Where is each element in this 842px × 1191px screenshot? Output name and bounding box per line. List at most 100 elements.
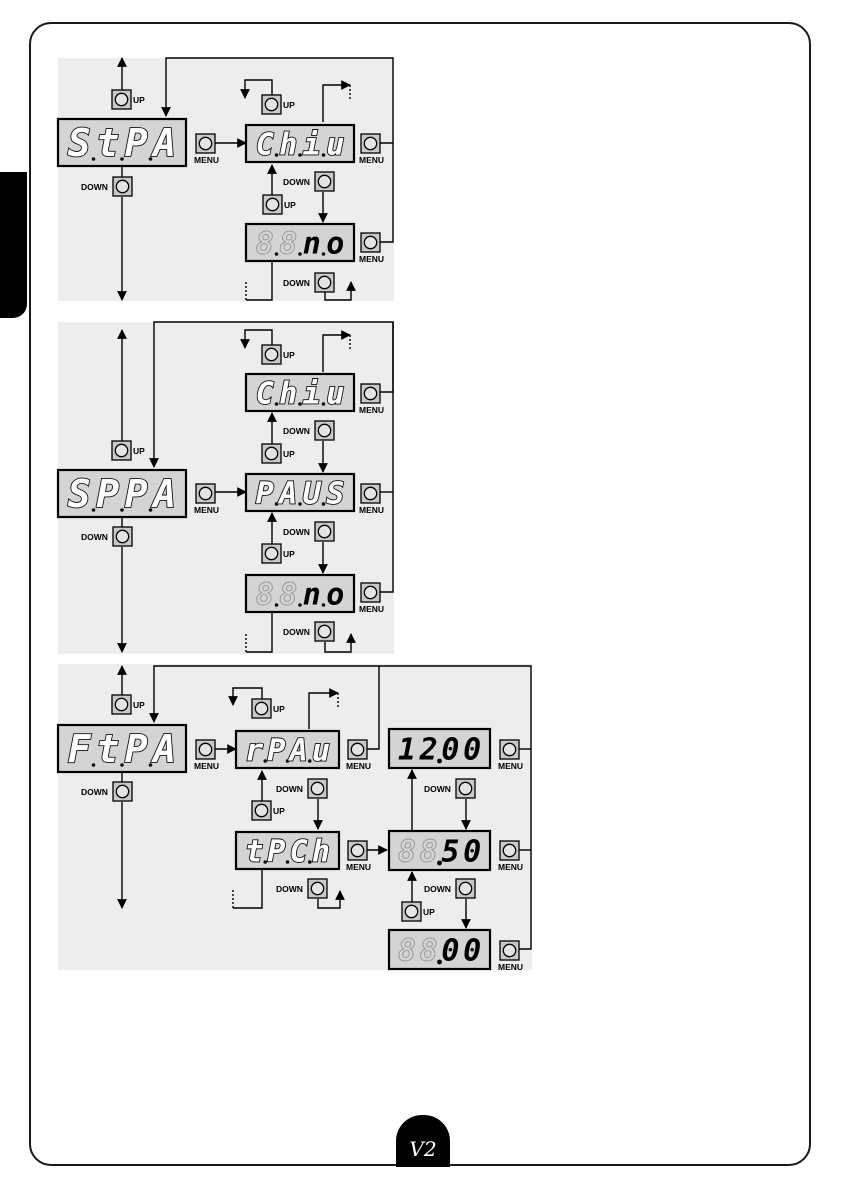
display-char: 0 xyxy=(463,834,481,869)
down-button[interactable]: DOWN xyxy=(283,522,334,541)
display-char: 8 xyxy=(279,226,297,261)
down-label: DOWN xyxy=(81,787,108,797)
up-button[interactable]: UP xyxy=(262,444,295,463)
menu-button[interactable]: MENU xyxy=(498,841,523,872)
display-char: n xyxy=(303,577,321,612)
down-label: DOWN xyxy=(81,532,108,542)
menu-label: MENU xyxy=(359,155,384,165)
display-char: i xyxy=(303,376,321,411)
display-dot xyxy=(322,153,326,157)
up-button[interactable]: UP xyxy=(252,699,285,718)
up-button[interactable]: UP xyxy=(112,90,145,109)
display-dot xyxy=(149,508,153,512)
down-button[interactable]: DOWN xyxy=(283,172,334,191)
menu-label: MENU xyxy=(194,505,219,515)
display-dot xyxy=(120,763,124,767)
display-char: h xyxy=(312,834,330,869)
up-button[interactable]: UP xyxy=(252,801,285,820)
down-button[interactable]: DOWN xyxy=(81,782,132,801)
menu-button[interactable]: MENU xyxy=(346,841,371,872)
menu-button[interactable]: MENU xyxy=(359,484,384,515)
down-button[interactable]: DOWN xyxy=(81,177,132,196)
menu-button[interactable]: MENU xyxy=(194,134,219,165)
connector-line xyxy=(246,261,272,300)
menu-button[interactable]: MENU xyxy=(346,740,371,771)
up-label: UP xyxy=(133,446,145,456)
display-dot xyxy=(322,252,326,256)
display-char: 0 xyxy=(463,933,481,968)
down-button[interactable]: DOWN xyxy=(276,879,327,898)
display-tpch: tPCh xyxy=(236,832,339,869)
menu-label: MENU xyxy=(498,761,523,771)
logo-text: V2 xyxy=(409,1137,436,1161)
display-char: 8 xyxy=(420,834,438,869)
up-button[interactable]: UP xyxy=(402,902,435,921)
display-no1: 88no xyxy=(246,224,354,261)
down-button[interactable]: DOWN xyxy=(283,421,334,440)
up-button[interactable]: UP xyxy=(112,441,145,460)
menu-button[interactable]: MENU xyxy=(194,484,219,515)
display-char: t xyxy=(96,121,119,165)
connector-line xyxy=(323,335,350,372)
up-button[interactable]: UP xyxy=(262,345,295,364)
display-dot xyxy=(298,153,302,157)
down-label: DOWN xyxy=(283,278,310,288)
down-label: DOWN xyxy=(424,884,451,894)
display-char: 0 xyxy=(441,732,459,767)
display-char: 8 xyxy=(256,577,274,612)
display-dot xyxy=(92,157,96,161)
display-char: u xyxy=(312,733,330,768)
display-char: P xyxy=(125,727,148,771)
connector-line xyxy=(380,322,393,592)
menu-button[interactable]: MENU xyxy=(359,134,384,165)
down-button[interactable]: DOWN xyxy=(424,879,475,898)
up-button[interactable]: UP xyxy=(263,195,296,214)
display-dot xyxy=(149,157,153,161)
up-button[interactable]: UP xyxy=(112,695,145,714)
down-label: DOWN xyxy=(283,177,310,187)
up-button[interactable]: UP xyxy=(262,544,295,563)
display-char: S xyxy=(326,476,344,511)
up-label: UP xyxy=(283,350,295,360)
display-char: i xyxy=(303,127,321,162)
down-button[interactable]: DOWN xyxy=(283,622,334,641)
up-label: UP xyxy=(273,704,285,714)
display-dot xyxy=(92,508,96,512)
display-char: F xyxy=(68,727,92,771)
display-char: 8 xyxy=(398,834,416,869)
up-button[interactable]: UP xyxy=(262,95,295,114)
menu-label: MENU xyxy=(359,505,384,515)
display-char: 0 xyxy=(463,732,481,767)
down-button[interactable]: DOWN xyxy=(276,779,327,798)
display-char: o xyxy=(326,577,344,612)
display-ftpa: FtPA xyxy=(58,725,186,772)
down-button[interactable]: DOWN xyxy=(81,527,132,546)
menu-button[interactable]: MENU xyxy=(498,941,523,972)
down-label: DOWN xyxy=(283,627,310,637)
up-label: UP xyxy=(423,907,435,917)
display-char: S xyxy=(68,121,91,165)
menu-button[interactable]: MENU xyxy=(359,384,384,415)
menu-button[interactable]: MENU xyxy=(194,740,219,771)
menu-button[interactable]: MENU xyxy=(498,740,523,771)
menu-label: MENU xyxy=(346,862,371,872)
display-char: 8 xyxy=(398,933,416,968)
menu-button[interactable]: MENU xyxy=(359,233,384,264)
down-label: DOWN xyxy=(276,784,303,794)
display-dot xyxy=(275,402,279,406)
display-v00: 8800 xyxy=(389,930,490,969)
display-char: t xyxy=(245,834,263,869)
down-label: DOWN xyxy=(424,784,451,794)
connector-line xyxy=(233,869,262,908)
display-dot xyxy=(322,502,326,506)
menu-label: MENU xyxy=(359,405,384,415)
down-button[interactable]: DOWN xyxy=(424,779,475,798)
menu-button[interactable]: MENU xyxy=(359,583,384,614)
display-char: C xyxy=(290,834,308,869)
down-label: DOWN xyxy=(81,182,108,192)
menu-label: MENU xyxy=(359,604,384,614)
down-button[interactable]: DOWN xyxy=(283,273,334,292)
